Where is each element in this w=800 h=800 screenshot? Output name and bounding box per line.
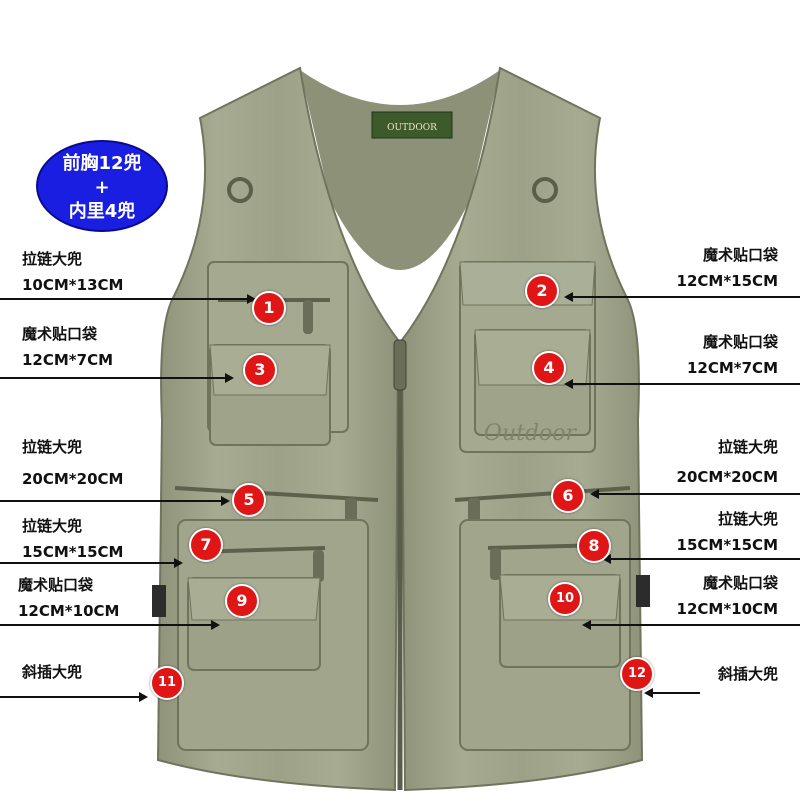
- pocket-12-label: 斜插大兜: [717, 665, 778, 683]
- pocket-11-badge: 11: [150, 666, 184, 700]
- pocket-11-arrow: [0, 692, 148, 702]
- pocket-8-badge: 8: [577, 529, 611, 563]
- pocket-1-badge: 1: [252, 291, 286, 325]
- pocket-11-label: 斜插大兜: [22, 663, 83, 681]
- pocket-3-arrow: [0, 373, 234, 383]
- pocket-2-arrow: [564, 292, 800, 302]
- zipper-5: [174, 486, 379, 502]
- pocket-1-label: 拉链大兜 10CM*13CM: [22, 250, 124, 294]
- pocket-12-arrow: [644, 688, 700, 698]
- pocket-9-label: 魔术贴口袋 12CM*10CM: [18, 576, 120, 620]
- summary-plus: +: [94, 177, 110, 198]
- pocket-8-label: 拉链大兜 15CM*15CM: [676, 510, 778, 554]
- pocket-4-label: 魔术贴口袋 12CM*7CM: [686, 333, 778, 377]
- summary-line-2: 内里4兜: [68, 201, 136, 222]
- pocket-6-arrow: [590, 489, 800, 499]
- pocket-2-label: 魔术贴口袋 12CM*15CM: [676, 246, 778, 290]
- pocket-10-arrow: [582, 620, 800, 630]
- pocket-3-label: 魔术贴口袋 12CM*7CM: [22, 325, 114, 369]
- zipper-6: [454, 486, 631, 502]
- side-strap-right: [636, 575, 650, 607]
- summary-line-1: 前胸12兜: [62, 153, 142, 174]
- pocket-7-badge: 7: [189, 528, 223, 562]
- d-ring-right: [532, 177, 558, 203]
- vest-logo-tag: [371, 111, 453, 139]
- pocket-3-badge: 3: [243, 353, 277, 387]
- pocket-summary-oval: 前胸12兜 + 内里4兜: [36, 140, 168, 232]
- logo-text: OUTDOOR: [387, 123, 437, 133]
- pocket-9-arrow: [0, 620, 220, 630]
- pocket-9-badge: 9: [225, 584, 259, 618]
- pocket-4-badge: 4: [532, 351, 566, 385]
- pocket-2-badge: 2: [525, 274, 559, 308]
- pocket-10-badge: 10: [548, 582, 582, 616]
- pocket-7-label: 拉链大兜 15CM*15CM: [22, 517, 124, 561]
- embroidery-text: Outdoor: [484, 421, 578, 446]
- pocket-12-badge: 12: [620, 657, 654, 691]
- pocket-5-badge: 5: [232, 483, 266, 517]
- pocket-5-arrow: [0, 496, 230, 506]
- pocket-7-arrow: [0, 558, 183, 568]
- pocket-6-label: 拉链大兜 20CM*20CM: [676, 438, 778, 486]
- side-strap-left: [152, 585, 166, 617]
- pocket-4-arrow: [564, 379, 800, 389]
- pocket-8-arrow: [602, 554, 800, 564]
- pocket-10-label: 魔术贴口袋 12CM*10CM: [676, 574, 778, 618]
- pocket-5-label: 拉链大兜 20CM*20CM: [22, 438, 124, 488]
- pocket-6-badge: 6: [551, 479, 585, 513]
- d-ring-left: [227, 177, 253, 203]
- pocket-1-arrow: [0, 294, 256, 304]
